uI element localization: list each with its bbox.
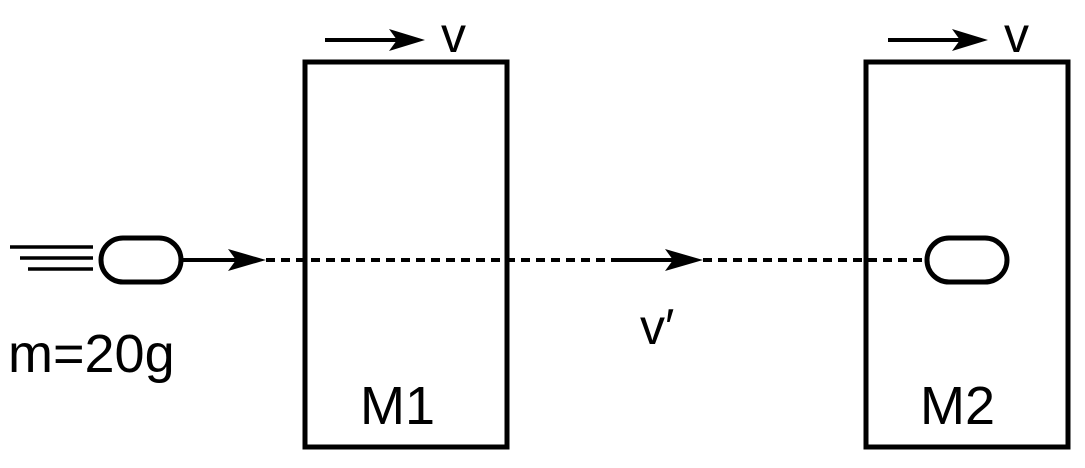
bullet-before [98,235,184,285]
block1-velocity-label: v [441,7,466,63]
bullet-arrow-icon [228,249,266,271]
bullet-after-velocity-label: v′ [640,299,674,355]
block2-velocity-label: v [1004,7,1029,63]
block2-velocity-arrow-icon [952,29,988,51]
bullet-mass-label: m=20g [8,324,175,384]
block1-label: M1 [360,376,435,436]
block2-label: M2 [920,376,995,436]
block1-velocity-arrow-icon [389,29,425,51]
block-m2 [863,59,1071,450]
block-m1 [302,59,510,450]
motion-lines-icon [10,245,93,271]
bullet-embedded [924,235,1010,285]
velocity-after-arrow-icon [665,249,703,271]
